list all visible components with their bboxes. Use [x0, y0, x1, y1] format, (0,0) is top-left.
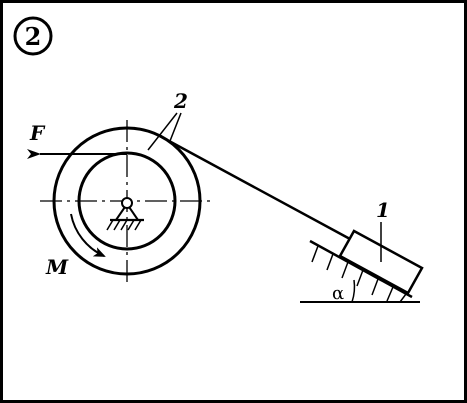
figure-number-badge: 2: [13, 16, 53, 56]
wheel-leader-outer: [169, 112, 182, 142]
wheel-assembly: [40, 120, 214, 284]
pin-joint: [121, 197, 133, 209]
force-label: F: [29, 121, 46, 145]
angle-arc: [351, 279, 356, 303]
cable: [157, 133, 351, 241]
block-label: 1: [376, 198, 390, 222]
pin-support: [106, 197, 144, 231]
wheel-leader-inner: [147, 112, 178, 151]
figure-number: 2: [25, 22, 42, 51]
angle-label: α: [332, 283, 344, 304]
moment-label: M: [45, 255, 69, 279]
inclined-plane: [300, 239, 420, 303]
incline-surface: [309, 239, 413, 299]
wheel-label: 2: [173, 89, 188, 113]
moment-arrow: [70, 213, 106, 257]
